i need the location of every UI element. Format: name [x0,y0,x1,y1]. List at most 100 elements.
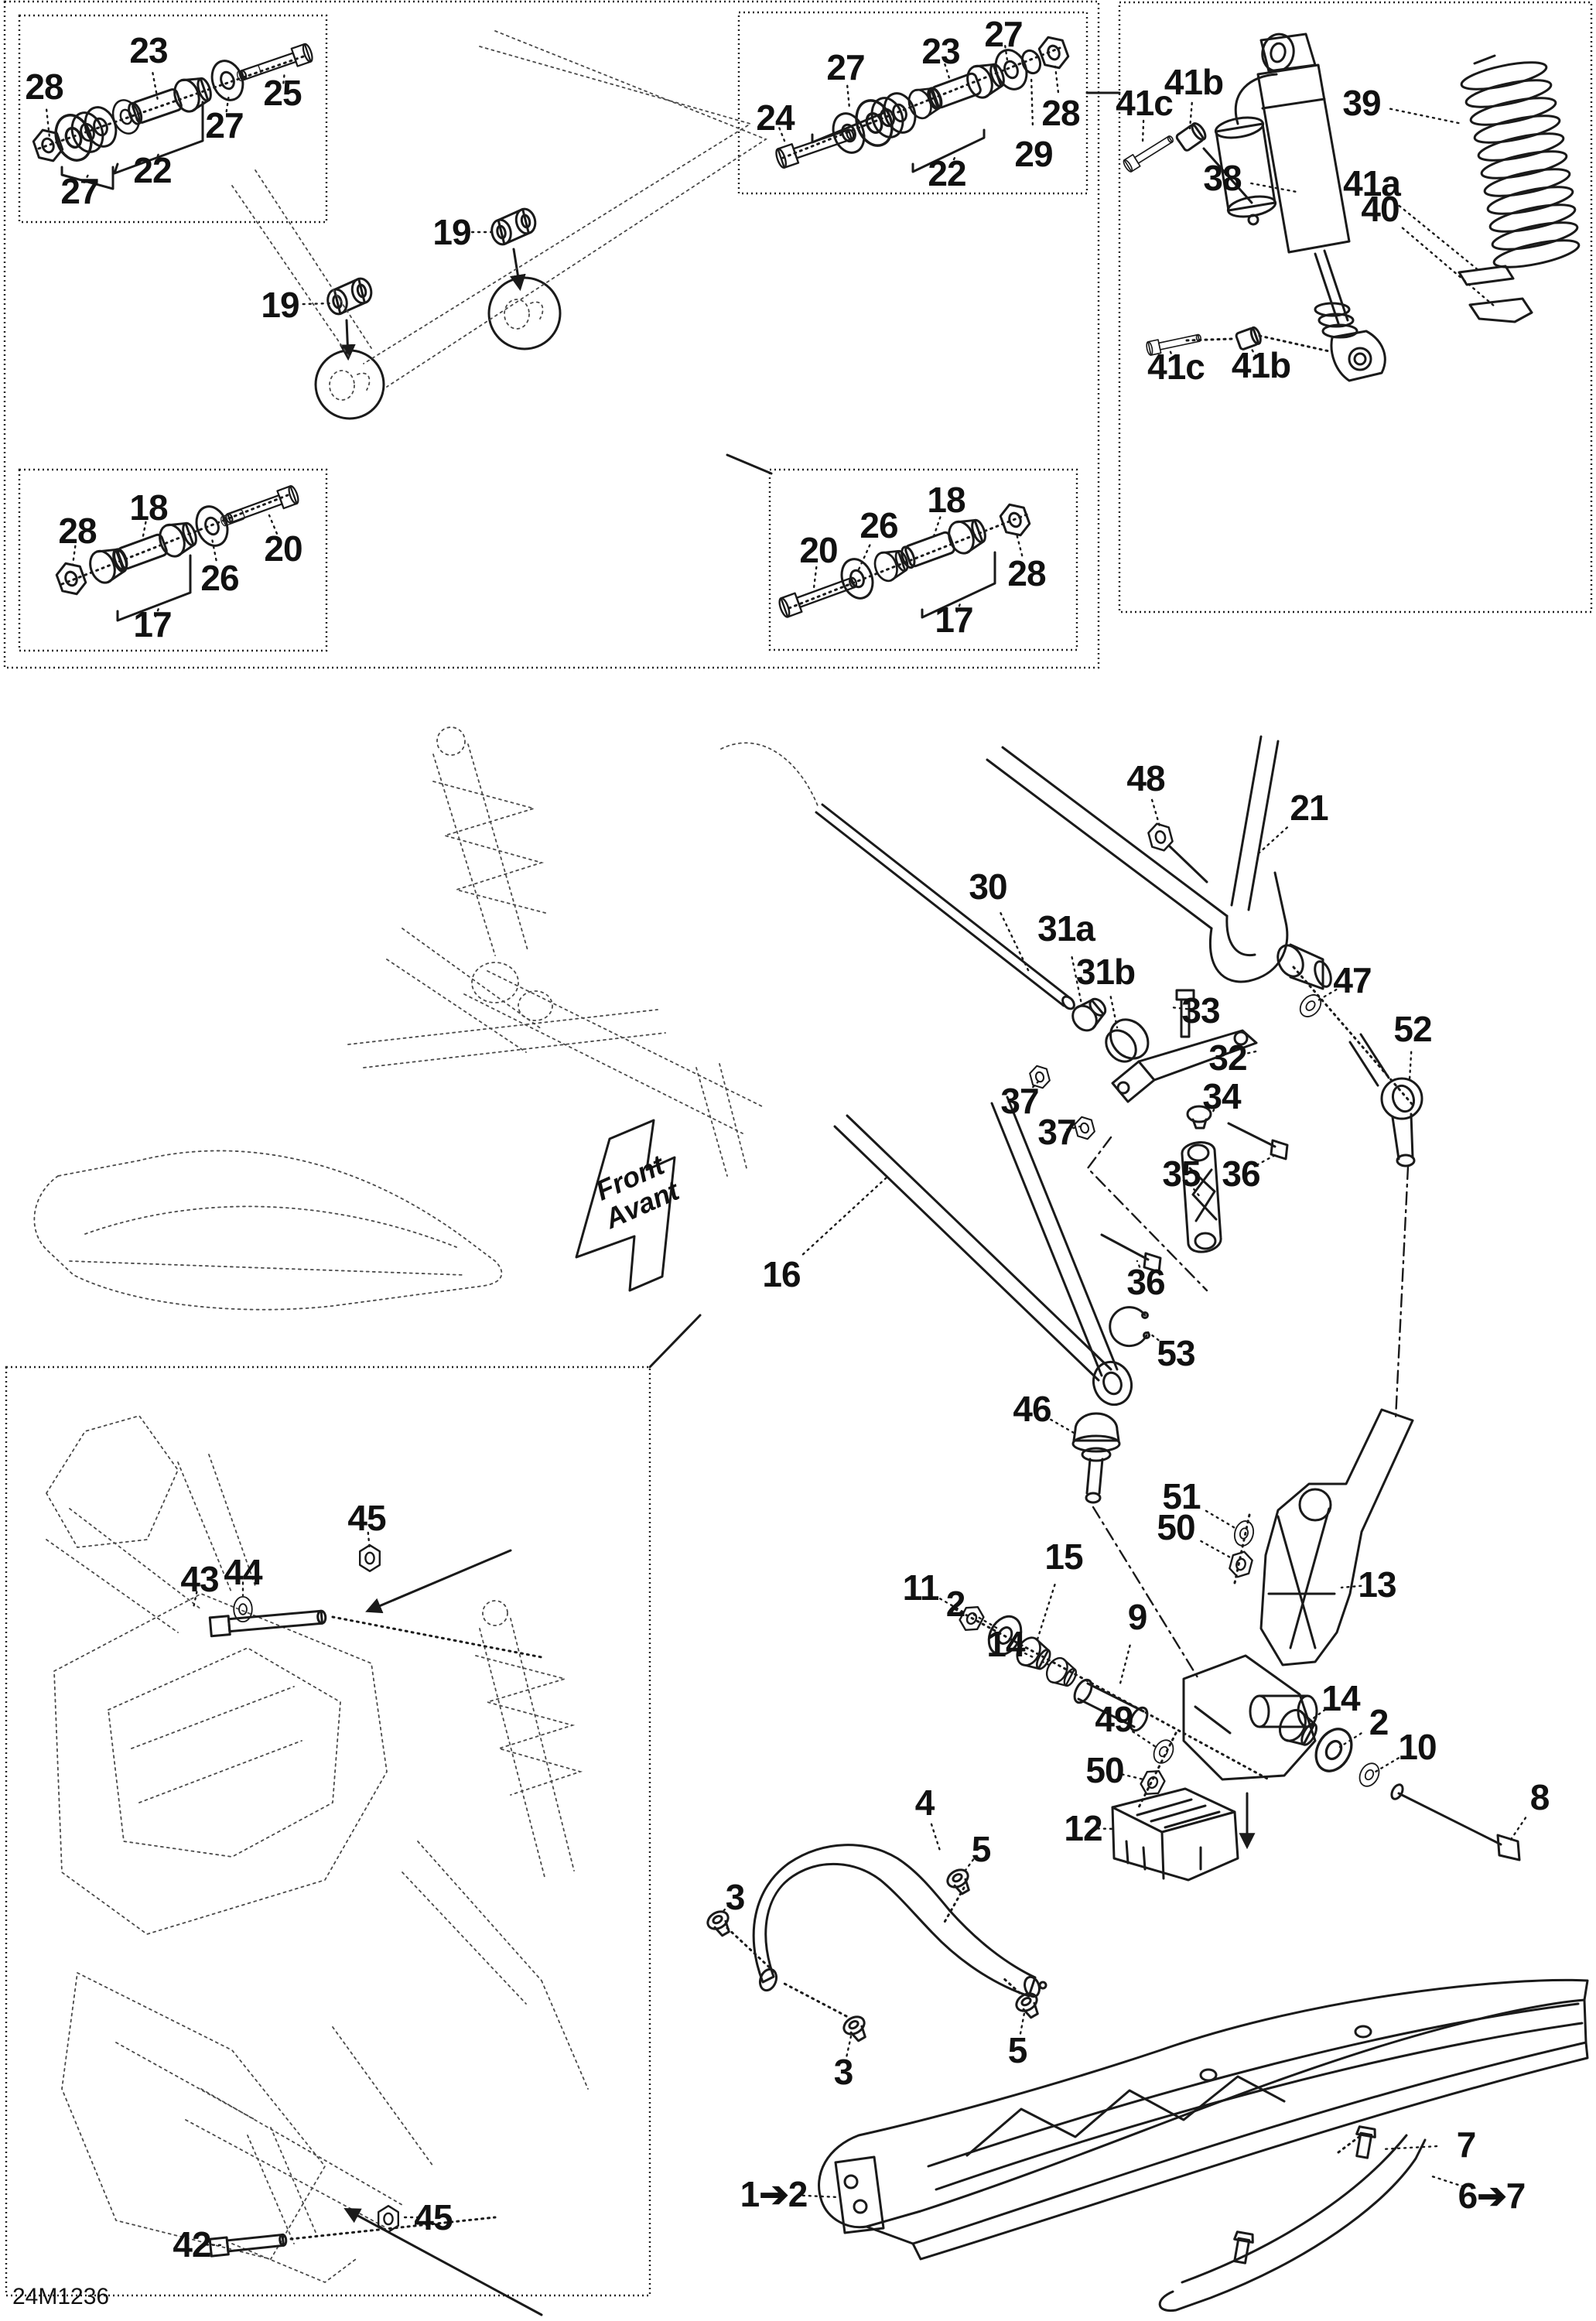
part-label-m8: 8 [1529,1777,1550,1817]
part-label-m5a: 5 [971,1829,992,1869]
leader-b2-22 [950,153,958,166]
shock-absorber-parts [1121,32,1581,382]
part-label-b5-40: 40 [1361,189,1399,229]
leader-b1-25 [282,70,286,84]
leader-b2-29 [1030,74,1034,126]
leader-b3-17 [154,605,161,617]
leader-l19b [302,302,333,306]
part-label-m12: 12 [1064,1808,1102,1848]
part-label-b5-41b-b: 41b [1231,345,1291,385]
part-label-bl43: 43 [180,1559,219,1599]
leader-m50a [1200,1540,1233,1560]
part-label-b1-28: 28 [25,67,63,107]
part-label-b2-27l: 27 [826,47,865,87]
leader-m2a [972,1613,998,1629]
leader-b5-39 [1389,108,1464,125]
leader-b4-28 [1015,532,1024,557]
leader-m8 [1507,1817,1527,1844]
part-label-b3-20: 20 [264,528,302,569]
leader-m34 [1210,1103,1218,1116]
part-label-m50a: 50 [1157,1507,1195,1547]
leader-m14b [1304,1708,1326,1725]
part-label-b2-24: 24 [756,97,795,138]
part-label-b1-23: 23 [129,30,168,70]
leader-bl43 [192,1591,198,1609]
leader-b5-41a [1393,200,1481,272]
leader-m14a [1024,1652,1051,1666]
part-label-m1-2: 1➔2 [740,2174,808,2214]
detail-box-4-parts [776,499,1034,620]
part-label-b3-28: 28 [58,511,97,551]
detail-box-1-parts [29,42,315,190]
leader-b1-23 [152,72,159,102]
leader-m9 [1119,1644,1131,1685]
part-label-m50b: 50 [1085,1750,1124,1790]
part-label-b3-26: 26 [200,558,239,598]
clamp-19-details [314,206,562,420]
part-label-b5-41a: 41a [1343,163,1401,203]
lower-a-arm-parts [833,1096,1199,1679]
part-label-b4-26: 26 [860,505,898,545]
leader-m3a [719,1903,730,1916]
upper-a-arm-parts [986,735,1423,1420]
part-label-b1-27r: 27 [205,105,244,145]
part-label-m49: 49 [1095,1699,1133,1739]
leader-m10 [1374,1757,1399,1773]
front-direction-arrow [575,1119,676,1292]
leader-m36b [1136,1260,1143,1274]
part-label-m46: 46 [1013,1389,1051,1429]
leader-b5-41b-b [1249,345,1257,358]
leader-b1-27r [225,93,231,113]
leader-m5a [962,1858,975,1874]
ghost-frame-assembly [45,1414,589,2284]
part-label-b2-29: 29 [1014,134,1053,174]
leader-b4-26 [857,544,871,571]
part-label-m37b: 37 [1037,1112,1076,1152]
part-label-b2-28: 28 [1041,93,1080,133]
part-label-m9: 9 [1127,1597,1148,1637]
ski-parts [818,1978,1589,2312]
leader-b5-41c-b [1168,348,1174,361]
leader-b5-40 [1401,227,1496,308]
part-label-m32: 32 [1208,1037,1247,1078]
leader-m37b [1066,1125,1082,1131]
part-label-b5-39: 39 [1342,83,1381,123]
ski-stopper-parts [1111,1787,1239,1882]
part-label-m33: 33 [1181,990,1220,1031]
part-label-b4-17: 17 [935,600,973,640]
leader-lines [45,45,1527,2247]
part-label-m47: 47 [1333,960,1372,1000]
part-label-b4-18: 18 [927,480,965,520]
leader-m37a [1027,1078,1041,1093]
part-label-m51: 51 [1162,1476,1201,1516]
part-label-b1-25: 25 [263,73,302,113]
leader-m47 [1315,988,1338,1003]
part-label-m16: 16 [762,1254,801,1294]
part-label-m10: 10 [1398,1727,1437,1767]
part-label-b3-17: 17 [133,604,172,644]
part-label-m36a: 36 [1222,1154,1260,1194]
leader-b2-27l [846,84,851,110]
part-label-l19a: 19 [432,212,471,252]
part-label-bl42: 42 [173,2224,211,2265]
part-label-b2-23: 23 [921,31,960,71]
part-label-m2b: 2 [1369,1702,1389,1742]
part-label-m30: 30 [969,867,1007,907]
part-label-m15: 15 [1044,1537,1083,1577]
leader-m6-7 [1428,2174,1465,2188]
part-label-m48: 48 [1126,758,1165,798]
leader-m1-2 [801,2194,840,2199]
detail-box-frames [3,0,1593,2297]
part-label-b1-27l: 27 [60,171,99,211]
part-label-m6-7: 6➔7 [1458,2176,1526,2216]
part-label-m14a: 14 [986,1624,1025,1664]
leader-m35 [1189,1183,1202,1199]
part-label-b4-28: 28 [1007,553,1046,593]
part-label-m53: 53 [1157,1333,1195,1373]
part-label-bl45b: 45 [414,2197,453,2237]
part-label-m4: 4 [914,1783,935,1823]
leader-m31b [1109,996,1119,1029]
leader-b2-27r [1004,45,1009,62]
